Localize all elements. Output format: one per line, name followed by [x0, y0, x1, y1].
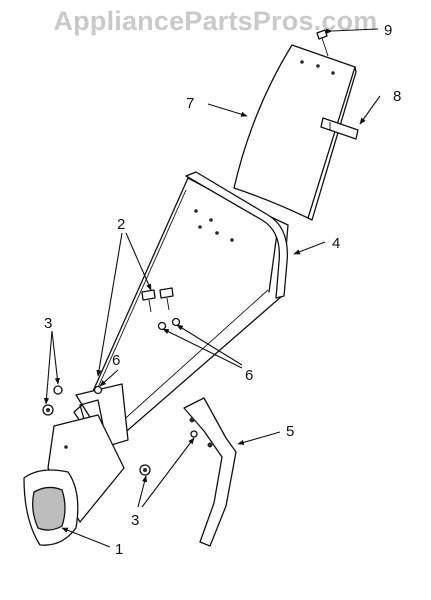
part-6-nuts — [93, 317, 181, 395]
callout-2: 2 — [117, 216, 125, 233]
part-5-bracket — [183, 397, 237, 547]
callout-7: 7 — [186, 95, 194, 112]
leader-lines — [43, 28, 381, 548]
callout-6-left: 6 — [112, 352, 120, 369]
callout-6-right: 6 — [245, 367, 253, 384]
part-2-bolts — [141, 287, 174, 313]
part-1-base-housing — [23, 414, 125, 546]
callout-3-bottom: 3 — [131, 512, 139, 529]
callout-8: 8 — [393, 88, 401, 105]
callout-labels: 9 8 7 2 4 3 6 6 5 3 1 — [44, 22, 401, 558]
part-8-hinge-rod — [320, 117, 359, 140]
callout-4: 4 — [332, 235, 340, 252]
callout-3-left: 3 — [44, 315, 52, 332]
part-3-fasteners — [42, 385, 198, 476]
part-7-deflector — [233, 44, 357, 221]
callout-5: 5 — [286, 423, 294, 440]
callout-1: 1 — [115, 541, 123, 558]
part-4-rim-trim — [185, 171, 289, 299]
callout-9: 9 — [384, 22, 392, 39]
part-9-screw — [316, 29, 329, 57]
